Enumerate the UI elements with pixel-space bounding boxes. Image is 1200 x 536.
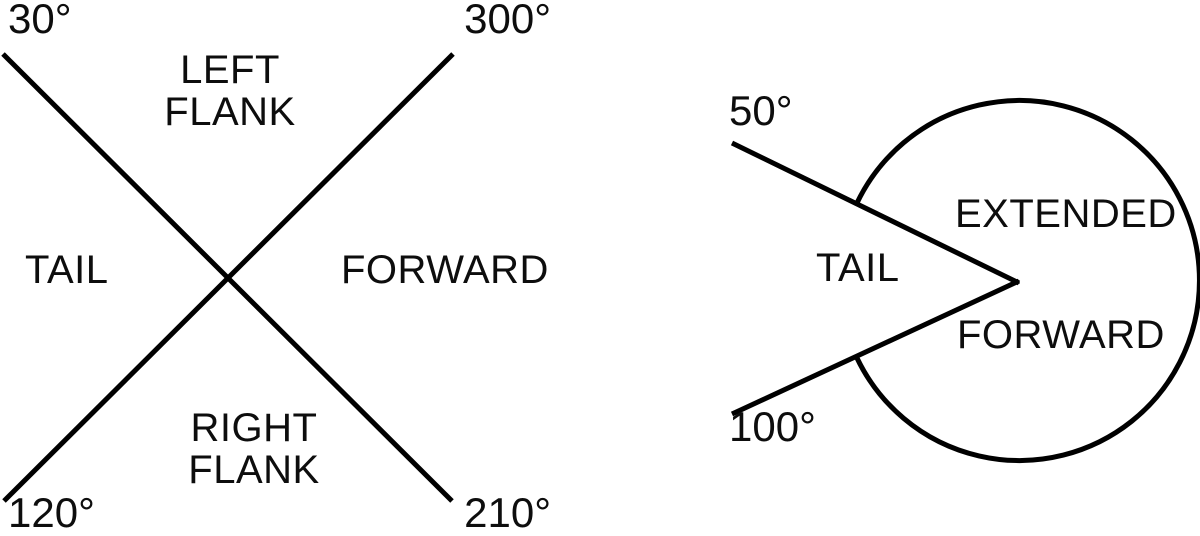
left-panel-angle-top-left: 30°	[8, 0, 72, 42]
left-panel-sector-bottom-line1: RIGHT	[191, 406, 318, 450]
left-panel-sector-left: TAIL	[25, 248, 109, 292]
right-panel-sector-tail: TAIL	[816, 246, 900, 290]
left-panel-sector-top-line1: LEFT	[180, 48, 280, 92]
right-panel-circle-arc	[854, 98, 1200, 463]
right-panel-sector-forward: FORWARD	[957, 313, 1165, 357]
right-panel-line-100	[730, 278, 1021, 417]
left-panel-group	[1, 52, 455, 503]
right-panel-line-50	[730, 140, 1021, 286]
left-panel-sector-bottom-line2: FLANK	[188, 448, 319, 492]
left-panel-angle-top-right: 300°	[464, 0, 551, 42]
left-panel-sector-top-line2: FLANK	[164, 90, 295, 134]
left-panel-line-300-to-120	[2, 52, 455, 503]
right-panel-group	[730, 98, 1200, 463]
right-panel-angle-lower-left: 100°	[729, 403, 816, 450]
left-panel-sector-right: FORWARD	[341, 248, 549, 292]
left-panel-angle-bottom-right: 210°	[464, 489, 551, 536]
right-panel-sector-extended: EXTENDED	[955, 192, 1177, 236]
left-panel-angle-bottom-left: 120°	[8, 489, 95, 536]
right-panel-angle-upper-left: 50°	[729, 87, 793, 134]
